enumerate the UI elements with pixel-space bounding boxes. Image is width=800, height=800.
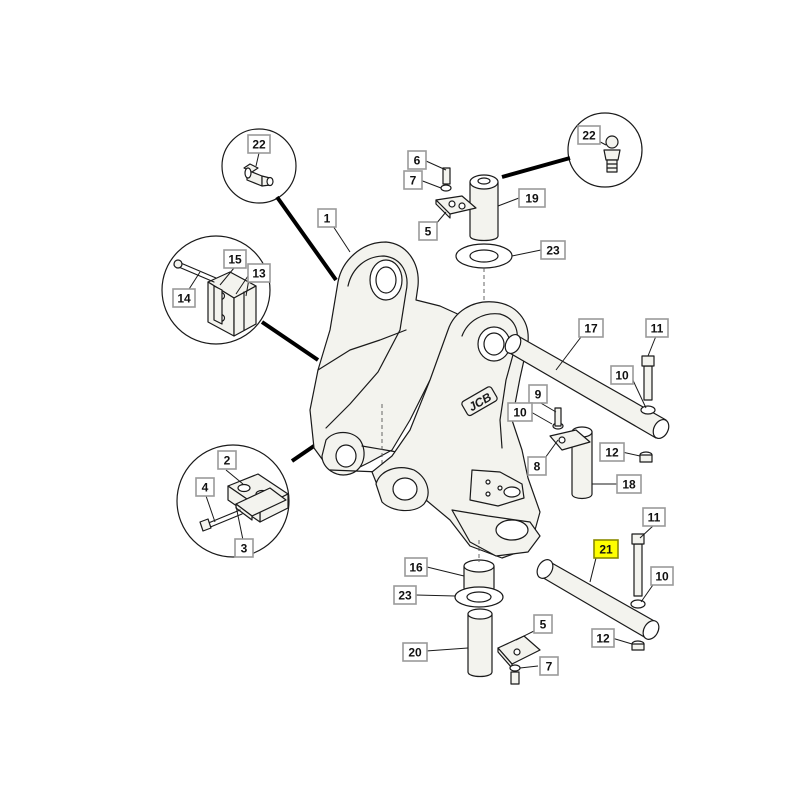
callout-21-highlighted: 21 (593, 539, 619, 559)
callout-7-upper: 7 (403, 170, 423, 190)
callout-7-upper-text: 7 (410, 174, 417, 188)
callout-10-lower: 10 (650, 566, 674, 586)
callout-17: 17 (578, 318, 604, 338)
callout-22-left-text: 22 (252, 138, 266, 152)
callout-3: 3 (234, 538, 254, 558)
callout-23-lower-text: 23 (398, 589, 412, 603)
callout-6-text: 6 (414, 154, 421, 168)
callout-20: 20 (402, 642, 428, 662)
callout-4: 4 (195, 477, 215, 497)
callout-12-upper: 12 (599, 442, 625, 462)
upper-pin-assembly (435, 167, 513, 300)
callout-9-text: 9 (535, 388, 542, 402)
callout-23-upper-text: 23 (546, 244, 560, 258)
callout-15: 15 (223, 249, 247, 269)
jcb-logo: JCB (461, 386, 498, 417)
callout-7-lower-text: 7 (546, 660, 553, 674)
callout-4-text: 4 (202, 481, 209, 495)
callout-23-lower: 23 (393, 585, 417, 605)
callout-10-upper-text: 10 (615, 369, 629, 383)
pin-21-assembly (536, 533, 660, 651)
callout-11-lower-text: 11 (648, 511, 661, 525)
callout-10-middle: 10 (507, 402, 533, 422)
callout-9: 9 (528, 384, 548, 404)
callout-12-lower-text: 12 (596, 632, 610, 646)
callout-14: 14 (172, 288, 196, 308)
detail-circle-grease-nipple-left (221, 128, 297, 204)
callout-6: 6 (407, 150, 427, 170)
callout-11-lower: 11 (642, 507, 666, 527)
callout-14-text: 14 (177, 292, 191, 306)
callout-1: 1 (317, 208, 337, 228)
callout-22-right-text: 22 (582, 129, 596, 143)
callout-16: 16 (404, 557, 428, 577)
callout-19-text: 19 (525, 192, 539, 206)
callout-5-upper-text: 5 (425, 225, 432, 239)
main-frame-front-plate: JCB (371, 301, 541, 559)
detail-circle-grease-nipple-right (567, 112, 643, 188)
callout-21-text: 21 (599, 543, 613, 557)
callout-1-text: 1 (324, 212, 331, 226)
callout-22-right: 22 (577, 125, 601, 145)
callout-18: 18 (616, 474, 642, 494)
callout-5-upper: 5 (418, 221, 438, 241)
detail-pointer-22-left (275, 195, 338, 282)
callout-10-lower-text: 10 (655, 570, 669, 584)
callout-17-text: 17 (584, 322, 598, 336)
callout-10-middle-text: 10 (513, 406, 527, 420)
pin-18-assembly (549, 407, 593, 500)
callout-23-upper: 23 (540, 240, 566, 260)
callout-11-upper: 11 (645, 318, 669, 338)
detail-pointer-clamp-upper (260, 320, 320, 362)
callout-5-lower-text: 5 (540, 618, 547, 632)
callout-8: 8 (527, 456, 547, 476)
callout-12-lower: 12 (591, 628, 615, 648)
detail-pointer-22-right (501, 156, 571, 179)
callout-2-text: 2 (224, 454, 231, 468)
callout-19: 19 (518, 188, 546, 208)
callout-8-text: 8 (534, 460, 541, 474)
callout-12-upper-text: 12 (605, 446, 619, 460)
detail-circle-clamp-lower (176, 444, 290, 558)
callout-5-lower: 5 (533, 614, 553, 634)
callout-11-upper-text: 11 (651, 322, 664, 336)
callout-15-text: 15 (228, 253, 242, 267)
callout-13-text: 13 (252, 267, 266, 281)
callout-2: 2 (217, 450, 237, 470)
callout-18-text: 18 (622, 478, 636, 492)
lower-pin-assembly (454, 540, 541, 685)
callout-16-text: 16 (409, 561, 423, 575)
pin-17-assembly (504, 333, 670, 463)
detail-circle-clamp-upper (161, 235, 271, 345)
main-frame-body (309, 241, 463, 476)
callout-13: 13 (247, 263, 271, 283)
callout-22-left: 22 (247, 134, 271, 154)
callout-10-upper: 10 (610, 365, 634, 385)
callout-3-text: 3 (241, 542, 248, 556)
callout-7-lower: 7 (539, 656, 559, 676)
leader-lines (183, 135, 657, 669)
callout-20-text: 20 (408, 646, 422, 660)
callout-labels: 22 22 6 7 19 5 23 1 15 13 14 17 11 10 9 … (172, 125, 674, 676)
